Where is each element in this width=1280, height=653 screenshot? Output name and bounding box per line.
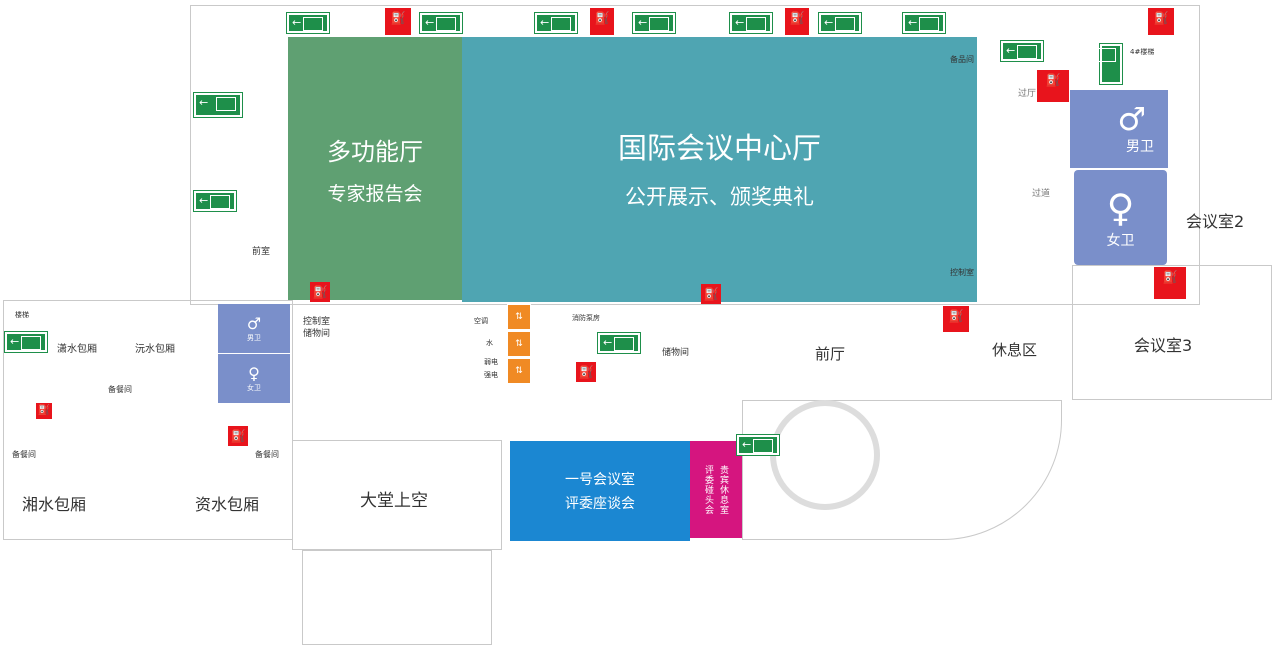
atrium-bottom	[302, 550, 492, 645]
restroom-label: 女卫	[1106, 232, 1135, 249]
fire-hydrant-icon: ⛽	[1154, 267, 1186, 299]
fire-hydrant-icon: ⛽	[36, 403, 52, 419]
small-mens-restroom[interactable]: ♂ 男卫	[218, 304, 290, 353]
multi-function-hall[interactable]: 多功能厅 专家报告会	[288, 37, 462, 300]
meeting-room-2-label: 会议室2	[1186, 212, 1245, 231]
meeting-room-3-label: 会议室3	[1134, 336, 1193, 355]
ac-label: 空调	[474, 317, 488, 325]
fire-hydrant-icon: ⛽	[1148, 8, 1174, 35]
room-subtitle: 评委座谈会	[565, 496, 635, 512]
exit-sign-icon: ←	[1000, 40, 1044, 62]
outer-wall-right	[1072, 265, 1272, 400]
exit-sign-icon: ←	[193, 92, 243, 118]
woman-icon: ♀	[1106, 185, 1135, 230]
fire-hydrant-icon: ⛽	[701, 284, 721, 304]
exit-sign-icon: ←	[534, 12, 578, 34]
spiral-stair	[770, 400, 880, 510]
exit-sign-icon: ←	[597, 332, 641, 354]
hall-pass-label: 过厅	[1018, 89, 1037, 99]
hall-title: 国际会议中心厅	[617, 131, 821, 165]
exit-sign-icon: ←	[4, 331, 48, 353]
fire-hydrant-icon: ⛽	[310, 282, 330, 302]
pantry-label: 备餐间	[108, 385, 132, 394]
yuan-box-label: 沅水包厢	[135, 344, 175, 355]
inner-label-storage: 备品间	[950, 55, 974, 64]
outer-wall-left-wing	[3, 300, 293, 540]
room-subtitle: 评委碰头会	[703, 464, 713, 515]
restroom-label: 男卫	[1126, 139, 1154, 155]
exit-sign-vertical-icon	[1096, 43, 1123, 85]
storage-label: 储物间	[662, 348, 690, 358]
fire-hydrant-icon: ⛽	[590, 8, 614, 35]
man-icon: ♂	[1117, 100, 1146, 138]
corridor-label: 过道	[1032, 189, 1051, 199]
strong-power-label: 强电	[484, 371, 498, 379]
room-title: 一号会议室	[565, 472, 635, 488]
exit-sign-icon: ←	[193, 190, 237, 212]
exit-sign-icon: ←	[632, 12, 676, 34]
exit-sign-icon: ←	[902, 12, 946, 34]
exit-sign-icon: ←	[419, 12, 463, 34]
meeting-room-1[interactable]: 一号会议室 评委座谈会	[510, 441, 690, 541]
antechamber-label: 前室	[252, 247, 271, 257]
fire-pump-label: 消防泵房	[572, 314, 600, 322]
pantry-label: 备餐间	[12, 450, 36, 459]
fire-hydrant-icon: ⛽	[1037, 70, 1069, 102]
weak-power-label: 弱电	[484, 358, 498, 366]
vip-lounge[interactable]: 贵宾休息室 评委碰头会	[690, 441, 742, 538]
atrium-label: 大堂上空	[360, 491, 428, 511]
control-room-label: 控制室	[303, 317, 331, 327]
storage-label: 储物间	[303, 329, 331, 339]
exit-sign-icon: ←	[286, 12, 330, 34]
water-label: 水	[486, 339, 493, 347]
woman-icon: ♀	[248, 364, 260, 383]
man-icon: ♂	[246, 314, 262, 333]
exit-sign-icon: ←	[818, 12, 862, 34]
elevator-icon: ⇅	[507, 331, 531, 357]
restroom-label: 男卫	[247, 334, 261, 342]
exit-sign-icon: ←	[729, 12, 773, 34]
lobby-label: 前厅	[815, 345, 846, 363]
hall-title: 多功能厅	[327, 137, 423, 166]
outer-wall-top	[190, 5, 1200, 305]
hall-subtitle: 专家报告会	[327, 182, 423, 205]
room-title: 贵宾休息室	[718, 464, 728, 515]
fire-hydrant-icon: ⛽	[785, 8, 809, 35]
fire-hydrant-icon: ⛽	[576, 362, 596, 382]
fire-hydrant-icon: ⛽	[228, 426, 248, 446]
fire-hydrant-icon: ⛽	[385, 8, 411, 35]
zi-box-label: 资水包厢	[195, 495, 260, 514]
xiang-box-label: 湘水包厢	[22, 495, 87, 514]
mens-restroom[interactable]: ♂ 男卫	[1070, 90, 1168, 168]
stair-label: 楼梯	[15, 311, 29, 319]
restroom-label: 女卫	[247, 384, 261, 392]
elevator-icon: ⇅	[507, 358, 531, 384]
inner-label-control: 控制室	[950, 268, 974, 277]
atrium-outline	[292, 440, 502, 550]
pantry-label: 备餐间	[255, 450, 279, 459]
exit-sign-icon: ←	[736, 434, 780, 456]
small-womens-restroom[interactable]: ♀ 女卫	[218, 354, 290, 403]
lounge-label: 休息区	[992, 341, 1038, 359]
hall-subtitle: 公开展示、颁奖典礼	[625, 185, 814, 209]
elevator-icon: ⇅	[507, 304, 531, 330]
stair-4-label: 4#楼梯	[1130, 48, 1155, 56]
fire-hydrant-icon: ⛽	[943, 306, 969, 332]
xiao-box-label: 潇水包厢	[57, 344, 97, 355]
womens-restroom[interactable]: ♀ 女卫	[1074, 170, 1167, 265]
international-conference-hall[interactable]: 国际会议中心厅 公开展示、颁奖典礼	[462, 37, 977, 302]
